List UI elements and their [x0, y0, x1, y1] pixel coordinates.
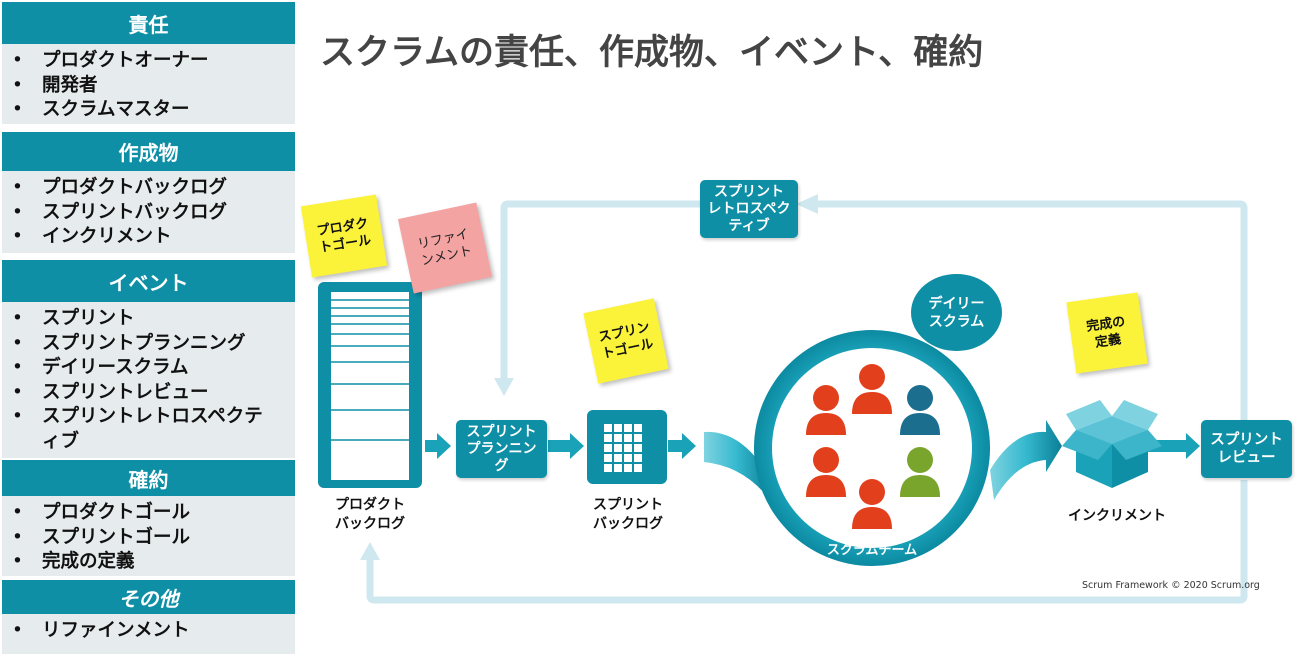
list-item: スプリント: [2, 307, 295, 332]
sprint-exit-flow: [990, 420, 1062, 500]
list-item: スクラムマスター: [2, 98, 295, 123]
sprint-backlog-board: [587, 410, 667, 484]
section-list-artifacts: プロダクトバックログ スプリントバックログ インクリメント: [2, 171, 295, 253]
feedback-loop: [366, 200, 1248, 604]
section-list-other: リファインメント: [2, 614, 295, 654]
sprint-planning-box: スプリント プランニン グ: [456, 420, 547, 478]
person-icon: [806, 447, 846, 497]
list-item: プロダクトバックログ: [2, 176, 295, 201]
refinement-note: リファイ ンメント: [397, 202, 493, 294]
increment-box-icon: [1062, 400, 1162, 488]
section-heading-artifacts: 作成物: [2, 132, 295, 171]
list-item: スプリントゴール: [2, 526, 295, 551]
list-item: 完成の定義: [2, 550, 295, 575]
product-backlog-label: プロダクト バックログ: [335, 497, 405, 532]
person-icon: [900, 385, 940, 435]
list-item: リファインメント: [2, 619, 295, 644]
list-item: インクリメント: [2, 225, 295, 250]
section-heading-other: その他: [2, 580, 295, 614]
person-icon: [900, 447, 940, 497]
person-icon: [852, 479, 892, 529]
person-icon: [806, 385, 846, 435]
arrow-head: [360, 542, 380, 560]
product-goal-note: プロダク トゴール: [300, 194, 388, 278]
increment-label: インクリメント: [1068, 508, 1166, 524]
sprint-review-box: スプリント レビュー: [1201, 420, 1292, 478]
section-list-commitments: プロダクトゴール スプリントゴール 完成の定義: [2, 496, 295, 576]
section-heading-commitments: 確約: [2, 460, 295, 496]
arrow-head: [796, 194, 818, 214]
sprint-retrospective-box: スプリント レトロスペク ティブ: [700, 180, 798, 238]
section-list-events: スプリント スプリントプランニング デイリースクラム スプリントレビュー スプリ…: [2, 302, 295, 458]
list-item: デイリースクラム: [2, 356, 295, 381]
list-item: スプリントレトロスペクティブ: [2, 405, 282, 454]
section-list-responsibilities: プロダクトオーナー 開発者 スクラムマスター: [2, 44, 295, 124]
section-heading-events: イベント: [2, 260, 295, 302]
sidebar: 責任 プロダクトオーナー 開発者 スクラムマスター 作成物 プロダクトバックログ…: [0, 0, 296, 654]
sprint-entry-flow: [704, 431, 770, 500]
sprint-backlog-label: スプリント バックログ: [593, 497, 663, 532]
arrow-head: [494, 378, 514, 396]
section-heading-responsibilities: 責任: [2, 2, 295, 44]
scrum-team-label: スクラムチーム: [826, 543, 918, 558]
daily-scrum-circle: デイリー スクラム: [911, 274, 1002, 351]
list-item: 開発者: [2, 74, 295, 99]
page-title: スクラムの責任、作成物、イベント、確約: [320, 33, 984, 73]
list-item: スプリントバックログ: [2, 201, 295, 226]
credit-text: Scrum Framework © 2020 Scrum.org: [1082, 580, 1260, 591]
definition-of-done-note: 完成の 定義: [1066, 292, 1148, 374]
list-item: プロダクトオーナー: [2, 49, 295, 74]
list-item: スプリントレビュー: [2, 381, 295, 406]
product-backlog-board: [318, 282, 422, 488]
sprint-goal-note: スプリン トゴール: [583, 298, 669, 384]
list-item: プロダクトゴール: [2, 501, 295, 526]
person-icon: [852, 364, 892, 414]
scrum-team-people: [806, 364, 940, 529]
list-item: スプリントプランニング: [2, 332, 295, 357]
